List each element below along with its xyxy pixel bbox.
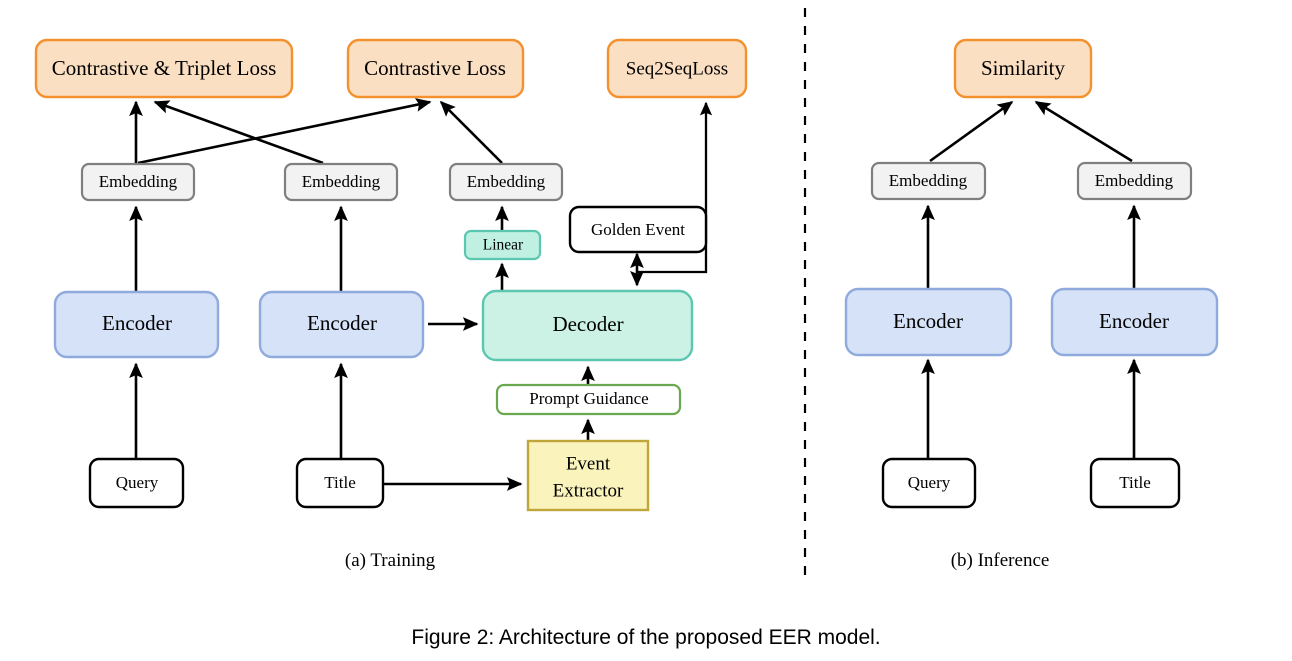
- encoder-title-label: Encoder: [307, 311, 377, 335]
- node-linear[interactable]: Linear: [463, 229, 542, 261]
- node-input-title[interactable]: Title: [295, 457, 385, 509]
- node-contrastive-loss[interactable]: Contrastive Loss: [346, 38, 525, 99]
- inf-embedding-title-box[interactable]: [1076, 161, 1193, 201]
- contrastive-loss-label: Contrastive Loss: [364, 56, 506, 80]
- inf-input-title-label: Title: [1119, 473, 1151, 492]
- prompt-guidance-box[interactable]: [495, 383, 682, 416]
- node-embedding-decoder[interactable]: Embedding: [448, 162, 564, 202]
- prompt-guidance-label: Prompt Guidance: [529, 389, 648, 408]
- encoder-title-box[interactable]: [258, 290, 425, 359]
- contrastive-triplet-loss-label: Contrastive & Triplet Loss: [52, 56, 277, 80]
- figure-caption: Figure 2: Architecture of the proposed E…: [411, 626, 880, 649]
- linear-box[interactable]: [463, 229, 542, 261]
- input-title-box[interactable]: [295, 457, 385, 509]
- embedding-title-label: Embedding: [302, 172, 381, 191]
- node-similarity[interactable]: Similarity: [953, 38, 1093, 99]
- edge-inf-embedding2-to-similarity: [1034, 100, 1133, 163]
- edge-golden-event-to-seq2seq-loss: [637, 101, 713, 274]
- node-inf-embedding-title[interactable]: Embedding: [1076, 161, 1193, 201]
- node-embedding-title[interactable]: Embedding: [283, 162, 399, 202]
- encoder-query-label: Encoder: [102, 311, 172, 335]
- similarity-box[interactable]: [953, 38, 1093, 99]
- linear-label: Linear: [483, 237, 524, 254]
- contrastive-loss-box[interactable]: [346, 38, 525, 99]
- input-query-label: Query: [116, 473, 159, 492]
- node-inf-input-query[interactable]: Query: [881, 457, 977, 509]
- inf-input-query-box[interactable]: [881, 457, 977, 509]
- edge-embedding2-to-contrastive-triplet-loss: [153, 100, 324, 165]
- panel-caption-training: (a) Training: [345, 550, 436, 571]
- edge-embedding3-to-contrastive-loss: [439, 100, 503, 164]
- embedding-query-label: Embedding: [99, 172, 178, 191]
- embedding-query-box[interactable]: [80, 162, 196, 202]
- edge-embedding1-to-contrastive-loss: [137, 98, 432, 165]
- node-inf-encoder-title[interactable]: Encoder: [1050, 287, 1219, 357]
- inf-encoder-query-box[interactable]: [844, 287, 1013, 357]
- inf-input-query-label: Query: [908, 473, 951, 492]
- embedding-title-box[interactable]: [283, 162, 399, 202]
- event-extractor-label-line2: Extractor: [553, 480, 624, 501]
- node-encoder-title[interactable]: Encoder: [258, 290, 425, 359]
- inf-embedding-title-label: Embedding: [1095, 171, 1174, 190]
- node-input-query[interactable]: Query: [88, 457, 185, 509]
- inf-embedding-query-label: Embedding: [889, 171, 968, 190]
- input-query-box[interactable]: [88, 457, 185, 509]
- golden-event-box[interactable]: [568, 205, 708, 254]
- node-decoder[interactable]: Decoder: [481, 289, 694, 362]
- encoder-query-box[interactable]: [53, 290, 220, 359]
- node-inf-embedding-query[interactable]: Embedding: [870, 161, 987, 201]
- node-seq2seq-loss[interactable]: Seq2SeqLoss: [606, 38, 748, 99]
- node-contrastive-triplet-loss[interactable]: Contrastive & Triplet Loss: [34, 38, 294, 99]
- node-event-extractor[interactable]: Event Extractor: [526, 439, 650, 512]
- event-extractor-box[interactable]: [526, 439, 650, 512]
- embedding-decoder-box[interactable]: [448, 162, 564, 202]
- embedding-decoder-label: Embedding: [467, 172, 546, 191]
- contrastive-triplet-loss-box[interactable]: [34, 38, 294, 99]
- inf-encoder-title-box[interactable]: [1050, 287, 1219, 357]
- decoder-label: Decoder: [552, 312, 623, 336]
- inf-embedding-query-box[interactable]: [870, 161, 987, 201]
- inf-encoder-title-label: Encoder: [1099, 309, 1169, 333]
- seq2seq-loss-box[interactable]: [606, 38, 748, 99]
- inf-encoder-query-label: Encoder: [893, 309, 963, 333]
- node-prompt-guidance[interactable]: Prompt Guidance: [495, 383, 682, 416]
- node-encoder-query[interactable]: Encoder: [53, 290, 220, 359]
- seq2seq-loss-label: Seq2SeqLoss: [626, 58, 728, 79]
- decoder-box[interactable]: [481, 289, 694, 362]
- node-inf-encoder-query[interactable]: Encoder: [844, 287, 1013, 357]
- panel-caption-inference: (b) Inference: [951, 550, 1050, 571]
- event-extractor-label-line1: Event: [566, 453, 611, 474]
- inf-input-title-box[interactable]: [1089, 457, 1181, 509]
- golden-event-label: Golden Event: [591, 220, 685, 239]
- node-inf-input-title[interactable]: Title: [1089, 457, 1181, 509]
- node-golden-event[interactable]: Golden Event: [568, 205, 708, 254]
- input-title-label: Title: [324, 473, 356, 492]
- edge-inf-embedding1-to-similarity: [929, 100, 1014, 163]
- similarity-label: Similarity: [981, 56, 1066, 80]
- node-embedding-query[interactable]: Embedding: [80, 162, 196, 202]
